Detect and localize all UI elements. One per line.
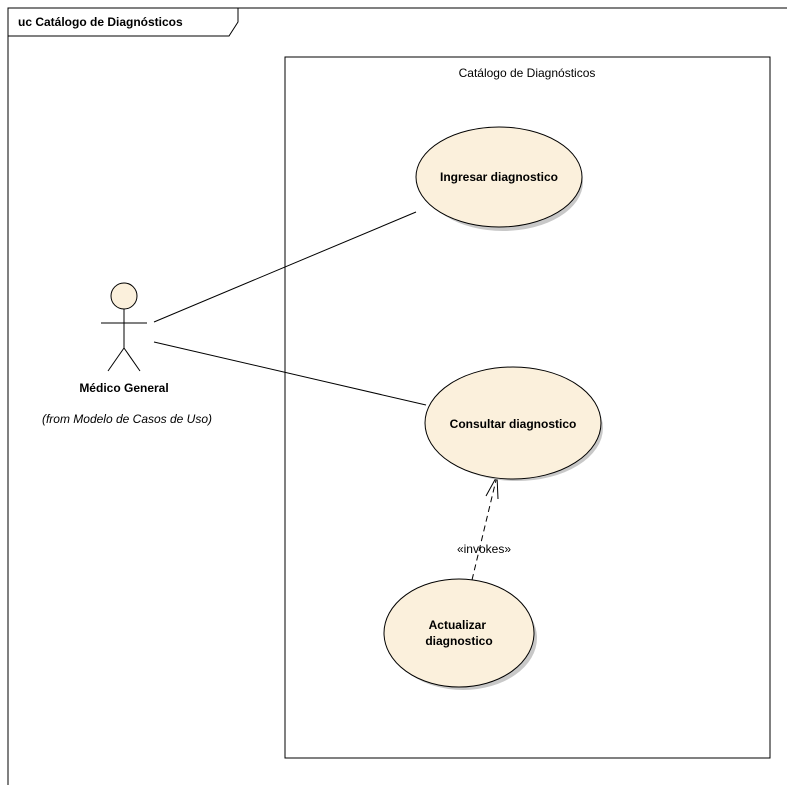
invokes-stereotype-label: «invokes»: [457, 542, 511, 556]
invokes-dependency-line[interactable]: [471, 475, 498, 581]
usecase-ingresar-label-line-1: Ingresar diagnostico: [440, 170, 558, 184]
association-ingresar[interactable]: [153, 211, 417, 323]
actor-name: Médico General: [79, 381, 168, 395]
actor-head: [110, 282, 138, 310]
usecase-consultar-label: Consultar diagnostico: [450, 417, 577, 431]
actor-medico-general[interactable]: [101, 282, 147, 372]
usecase-consultar-diagnostico[interactable]: [424, 366, 602, 480]
usecase-actualizar-label-line-1: Actualizar: [429, 618, 487, 632]
frame-title: uc Catálogo de Diagnósticos: [18, 15, 183, 29]
association-consultar[interactable]: [153, 341, 427, 406]
usecase-actualizar-label-line-2: diagnostico: [425, 634, 492, 648]
system-boundary-title: Catálogo de Diagnósticos: [459, 66, 596, 80]
usecase-consultar-label-line-1: Consultar diagnostico: [450, 417, 577, 431]
actor-origin: (from Modelo de Casos de Uso): [42, 412, 212, 426]
actor-right-leg: [123, 347, 141, 372]
usecase-ingresar-label: Ingresar diagnostico: [440, 170, 558, 184]
usecase-actualizar-label: Actualizar diagnostico: [425, 618, 492, 648]
actor-left-leg: [107, 347, 125, 372]
usecase-ingresar-diagnostico[interactable]: [415, 126, 583, 228]
usecase-actualizar-diagnostico[interactable]: [383, 578, 535, 688]
frame-name-tab: [7, 7, 239, 37]
